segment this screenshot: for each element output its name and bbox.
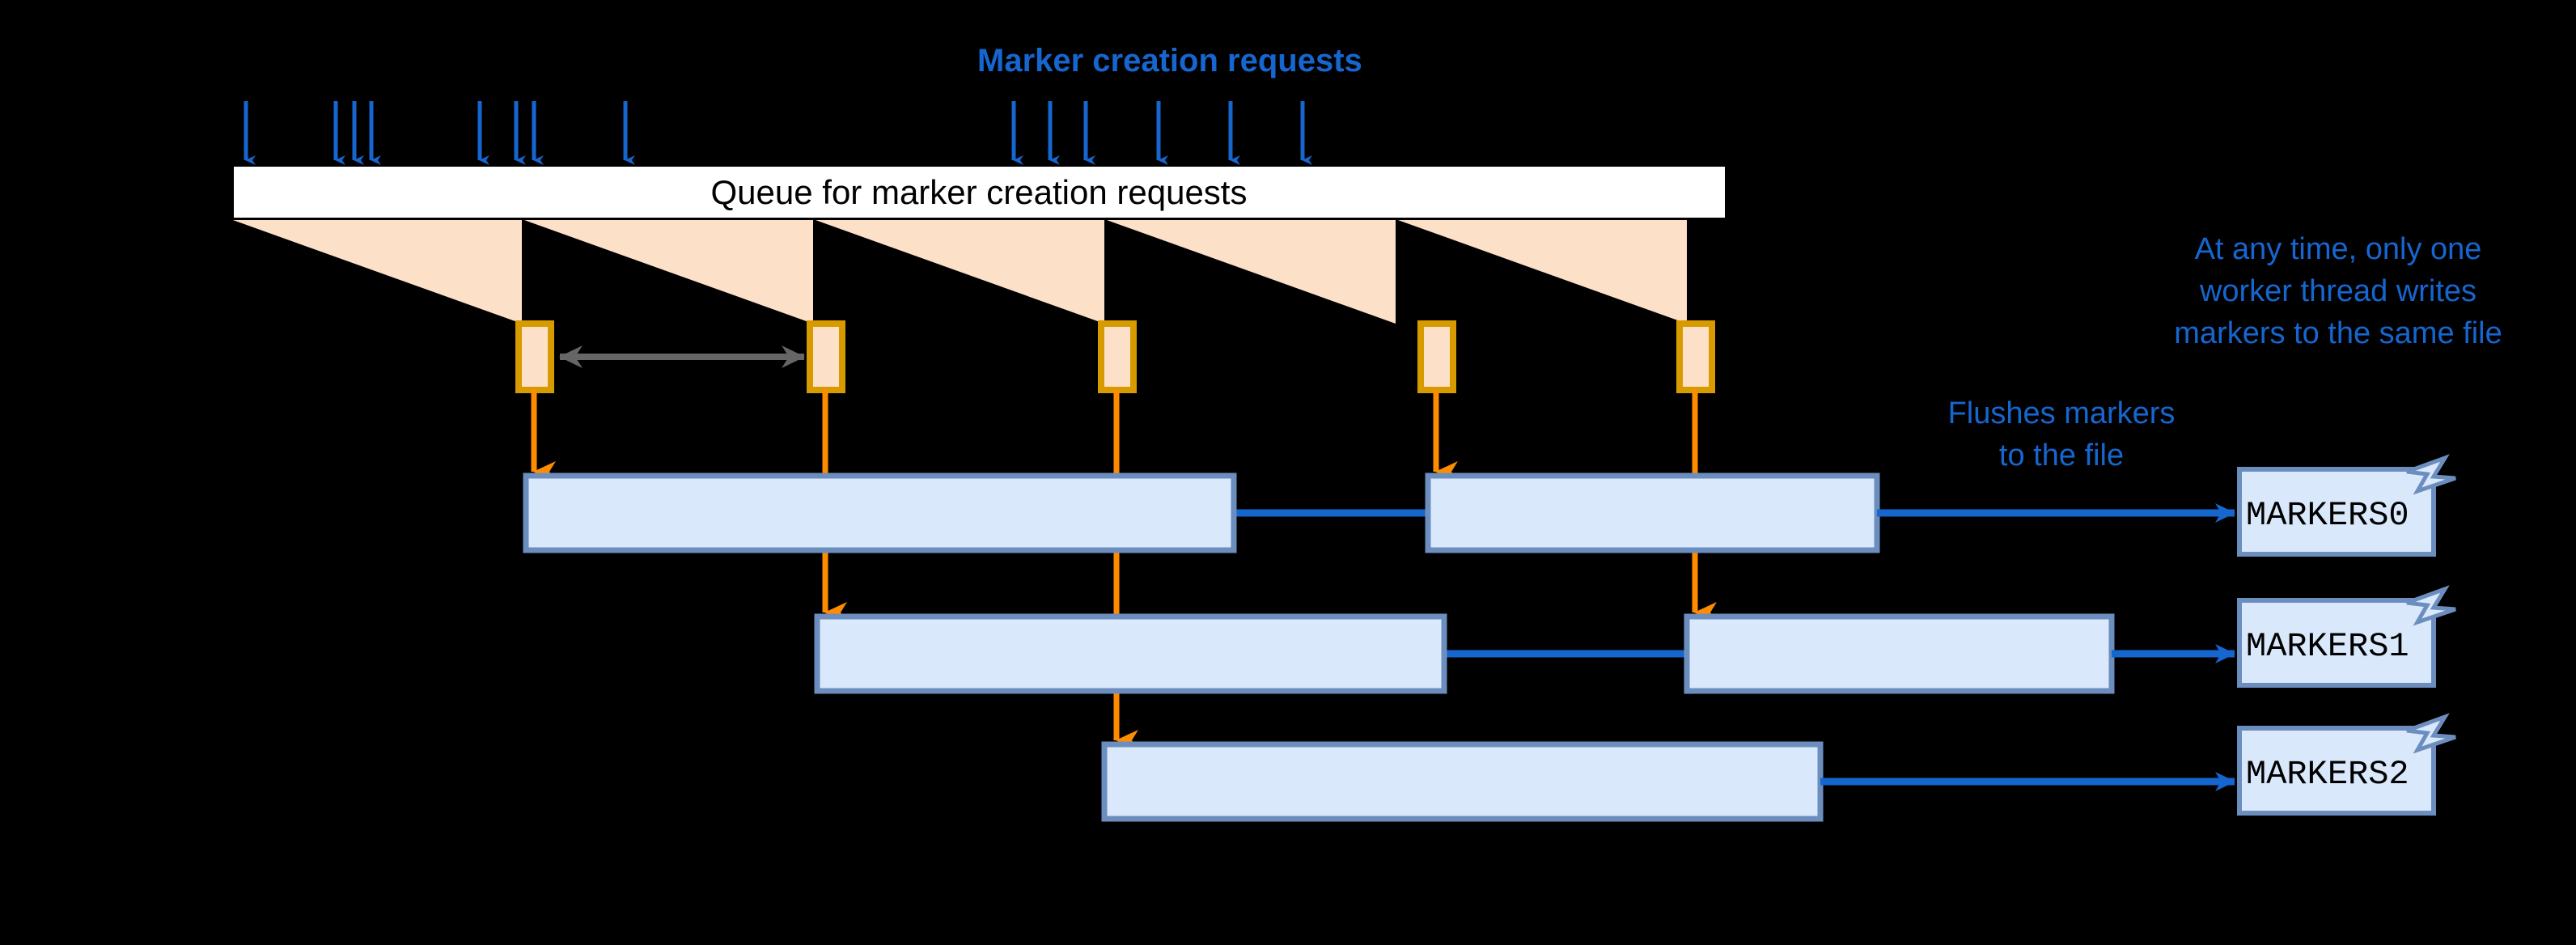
batch-tick-5 [1676, 320, 1715, 393]
flush-note-line-2: to the file [1999, 439, 2124, 472]
file-label: MARKERS1 [2246, 627, 2409, 666]
batch-triangle-3 [816, 220, 1104, 324]
worker-busy-bar [523, 472, 1237, 553]
concurrency-note-line-3: markers to the same file [2174, 316, 2502, 350]
batch-tick-4 [1417, 320, 1456, 393]
batch-tick-3 [1098, 320, 1137, 393]
batch-triangle-2 [524, 220, 813, 324]
worker-busy-bar [1425, 472, 1880, 553]
batch-triangle-4 [1107, 220, 1396, 324]
batch-tick-2 [807, 320, 845, 393]
worker-busy-bar [1101, 741, 1824, 822]
file-label: MARKERS2 [2246, 755, 2409, 794]
folded-corner-icon [2406, 713, 2456, 754]
file-box [2237, 726, 2436, 816]
concurrency-note-line-2: worker thread writes [2199, 274, 2476, 308]
queue-label: Queue for marker creation requests [711, 173, 1248, 211]
worker-busy-bar [814, 613, 1447, 694]
folded-corner-icon [2406, 585, 2456, 626]
batch-triangles [233, 220, 1687, 324]
flush-note-line-1: Flushes markers [1948, 396, 2176, 430]
batch-triangle-1 [233, 220, 522, 324]
marker-file-0[interactable]: MARKERS0 [2237, 454, 2456, 557]
batch-tick-1 [515, 320, 554, 393]
worker-thread-row-1 [814, 613, 2235, 694]
file-box [2237, 598, 2436, 688]
batch-tick-markers [515, 320, 1715, 393]
concurrency-note-line-1: At any time, only one [2195, 232, 2482, 266]
page-title: Marker creation requests [977, 43, 1362, 78]
concurrency-note: At any time, only one worker thread writ… [2174, 232, 2502, 350]
batch-triangle-5 [1398, 220, 1687, 324]
queue-bar [232, 165, 1727, 219]
marker-request-arrows [244, 101, 1312, 165]
worker-thread-row-2 [1101, 741, 2235, 822]
worker-thread-row-0 [523, 472, 2235, 553]
folded-corner-icon [2406, 454, 2456, 495]
worker-busy-bar [1684, 613, 2115, 694]
marker-file-2[interactable]: MARKERS2 [2237, 713, 2456, 816]
flush-note: Flushes markers to the file [1948, 396, 2176, 472]
file-label: MARKERS0 [2246, 496, 2409, 535]
marker-file-1[interactable]: MARKERS1 [2237, 585, 2456, 688]
file-box [2237, 467, 2436, 557]
